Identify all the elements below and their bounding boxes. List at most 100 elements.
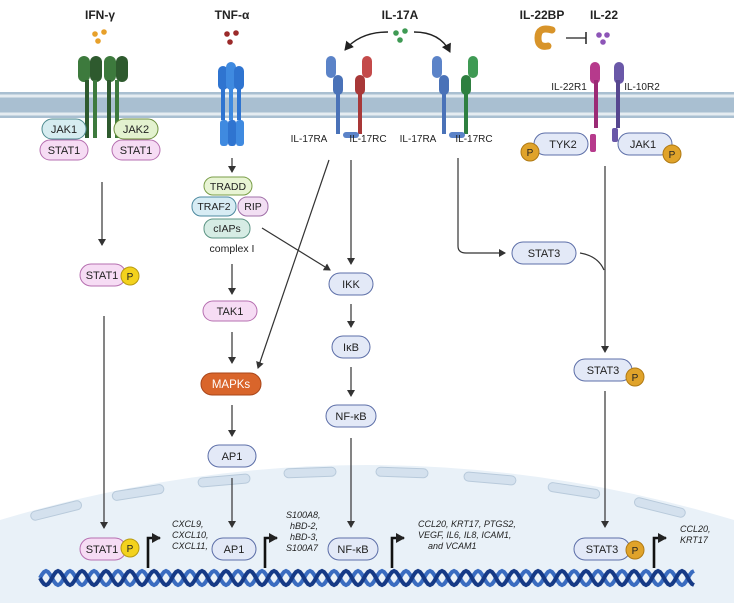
tss-stat1 — [146, 533, 161, 568]
phospho-stat3-icon — [625, 367, 645, 387]
phospho-stat1-icon — [120, 266, 140, 286]
rip-node — [237, 196, 269, 217]
il17a-label: IL-17A — [382, 8, 419, 22]
arrow-il17-to-stat3 — [457, 158, 506, 257]
stat3-target-genes: CCL20, KRT17 — [680, 524, 711, 545]
stat1-left-label: STAT1 — [48, 145, 81, 157]
tak1-node — [202, 300, 258, 322]
stat3-join-line — [579, 252, 605, 271]
traf2-node — [191, 196, 237, 217]
ifng-receptor — [78, 56, 128, 138]
arrow-il17-to-mapks — [256, 159, 330, 369]
phospho-stat3-label: P — [632, 373, 639, 384]
tss-stat3 — [652, 533, 667, 568]
phospho-stat3-nuclear-icon — [625, 540, 645, 560]
nfkb-gene-2: VEGF, IL6, IL8, ICAM1, — [418, 530, 511, 540]
ap1-nuclear-label: AP1 — [224, 544, 245, 556]
il22-molecules-icon — [596, 32, 610, 45]
il17rc-right-label: IL-17RC — [455, 134, 492, 145]
stat1-left-node — [39, 139, 89, 161]
stat1-gene-1: CXCL9, — [172, 519, 204, 529]
ikk-node — [328, 272, 374, 296]
il22r1-label: IL-22R1 — [551, 82, 587, 93]
tnf-receptor — [218, 62, 244, 146]
pathway-arrows — [98, 158, 609, 529]
ap1-gene-2: hBD-2, — [290, 521, 318, 531]
il17-receptor-right — [432, 56, 478, 138]
ap1-nuclear-node — [211, 537, 257, 561]
tnfa-label: TNF-α — [215, 8, 250, 22]
il17ra-right-label: IL-17RA — [400, 134, 437, 145]
nfkb-nuclear-label: NF-κB — [337, 544, 368, 556]
tyk2-label: TYK2 — [549, 139, 577, 151]
tradd-label: TRADD — [210, 181, 247, 193]
tnfa-molecules-icon — [224, 30, 239, 45]
jak1-il22-node — [617, 132, 673, 156]
rip-label: RIP — [244, 201, 262, 213]
ap1-gene-1: S100A8, — [286, 510, 321, 520]
stat3-gene-2: KRT17 — [680, 535, 709, 545]
stat1-right-node — [111, 139, 161, 161]
stat1-gene-3: CXCL11, — [172, 541, 208, 551]
il22bp-icon — [534, 25, 556, 50]
stat1-nuclear-label: STAT1 — [86, 544, 119, 556]
phospho-tyk2-label: P — [527, 148, 534, 159]
jak2-ifn-label: JAK2 — [123, 124, 149, 136]
il22-label: IL-22 — [590, 8, 618, 22]
stat1-gene-2: CXCL10, — [172, 530, 209, 540]
stat3-node — [511, 241, 577, 265]
il17-receptor-left — [326, 56, 372, 138]
stat3-nuclear-label: STAT3 — [586, 544, 619, 556]
phospho-stat1-nuclear-label: P — [127, 544, 134, 555]
tak1-label: TAK1 — [217, 306, 244, 318]
ciaps-node — [203, 218, 251, 239]
phospho-jak1-icon — [662, 144, 682, 164]
ap1-node — [207, 444, 257, 468]
cell-membrane — [0, 92, 734, 118]
il10r2-label: IL-10R2 — [624, 82, 660, 93]
jak1-ifn-node — [41, 118, 87, 140]
stat3-p-label: STAT3 — [587, 365, 620, 377]
phospho-stat1-nuclear-icon — [120, 538, 140, 558]
nfkb-gene-1: CCL20, KRT17, PTGS2, — [418, 519, 516, 529]
ifng-label: IFN-γ — [85, 8, 115, 22]
dna-helix — [38, 568, 695, 588]
il22bp-label: IL-22BP — [520, 8, 565, 22]
phospho-tyk2-icon — [520, 142, 540, 162]
nucleus — [0, 465, 734, 603]
stat1-right-label: STAT1 — [120, 145, 153, 157]
mapks-label: MAPKs — [212, 379, 251, 391]
nfkb-label: NF-κB — [335, 411, 366, 423]
ikb-node — [331, 335, 371, 359]
ap1-gene-3: hBD-3, — [290, 532, 318, 542]
ikk-label: IKK — [342, 279, 360, 291]
il17ra-left-label: IL-17RA — [291, 134, 328, 145]
jak2-ifn-node — [113, 118, 159, 140]
ap1-target-genes: S100A8, hBD-2, hBD-3, S100A7 — [286, 510, 321, 553]
stat1-p-label: STAT1 — [86, 270, 119, 282]
arrow-complex-to-ikk — [261, 227, 331, 271]
traf2-label: TRAF2 — [197, 201, 230, 213]
mapks-node — [200, 372, 262, 396]
nfkb-target-genes: CCL20, KRT17, PTGS2, VEGF, IL6, IL8, ICA… — [418, 519, 516, 551]
il17rc-left-label: IL-17RC — [349, 134, 386, 145]
stat1-target-genes: CXCL9, CXCL10, CXCL11, — [172, 519, 209, 551]
phospho-stat3-nuclear-label: P — [632, 546, 639, 557]
stat3-gene-1: CCL20, — [680, 524, 711, 534]
il17a-molecules-icon — [393, 28, 408, 43]
nfkb-nuclear-node — [327, 537, 379, 561]
tradd-node — [203, 176, 253, 196]
dna-strand-1 — [38, 568, 695, 588]
ciaps-label: cIAPs — [213, 223, 240, 235]
ifng-molecules-icon — [92, 29, 107, 44]
il17a-arrow-left — [344, 31, 389, 51]
ikb-label: IκB — [343, 342, 359, 354]
il22-receptor — [590, 62, 624, 152]
jak1-ifn-label: JAK1 — [51, 124, 77, 136]
tss-nfkb — [390, 533, 405, 568]
stat3-label: STAT3 — [528, 248, 561, 260]
ap1-label: AP1 — [222, 451, 243, 463]
nfkb-node — [325, 404, 377, 428]
